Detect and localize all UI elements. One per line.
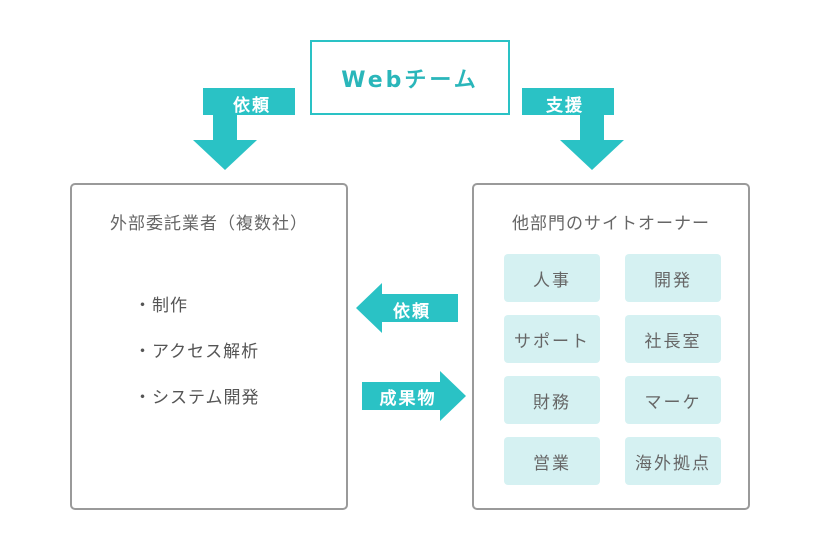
web-team-title: Webチーム: [341, 67, 479, 93]
down-arrow-right: [522, 88, 624, 170]
department-chip: 営業: [504, 437, 600, 485]
department-chip: 開発: [625, 254, 721, 302]
deliverable-arrow-label: 成果物: [379, 389, 437, 409]
task-item: ・アクセス解析: [134, 342, 260, 362]
request-arrow-label: 依頼: [393, 302, 431, 322]
department-chip: 海外拠点: [625, 437, 721, 485]
department-chip: 社長室: [625, 315, 721, 363]
site-owners-panel: 他部門のサイトオーナー 人事 開発 サポート 社長室 財務 マーケ 営業 海外拠…: [472, 183, 750, 510]
task-item: ・システム開発: [134, 388, 260, 408]
web-team-box: Webチーム: [310, 40, 510, 115]
down-arrow-right-label: 支援: [546, 96, 584, 116]
request-arrow-left: [356, 283, 458, 333]
down-arrow-left: [193, 88, 295, 170]
task-item: ・制作: [134, 296, 188, 316]
outsourcing-panel: 外部委託業者（複数社） ・制作 ・アクセス解析 ・システム開発: [70, 183, 348, 510]
outsourcing-panel-title: 外部委託業者（複数社）: [110, 214, 308, 234]
department-chip: マーケ: [625, 376, 721, 424]
down-arrow-left-label: 依頼: [233, 96, 271, 116]
department-chip: 財務: [504, 376, 600, 424]
department-chip: 人事: [504, 254, 600, 302]
site-owners-panel-title: 他部門のサイトオーナー: [512, 214, 710, 234]
department-chip: サポート: [504, 315, 600, 363]
deliverable-arrow-right: [362, 371, 466, 421]
